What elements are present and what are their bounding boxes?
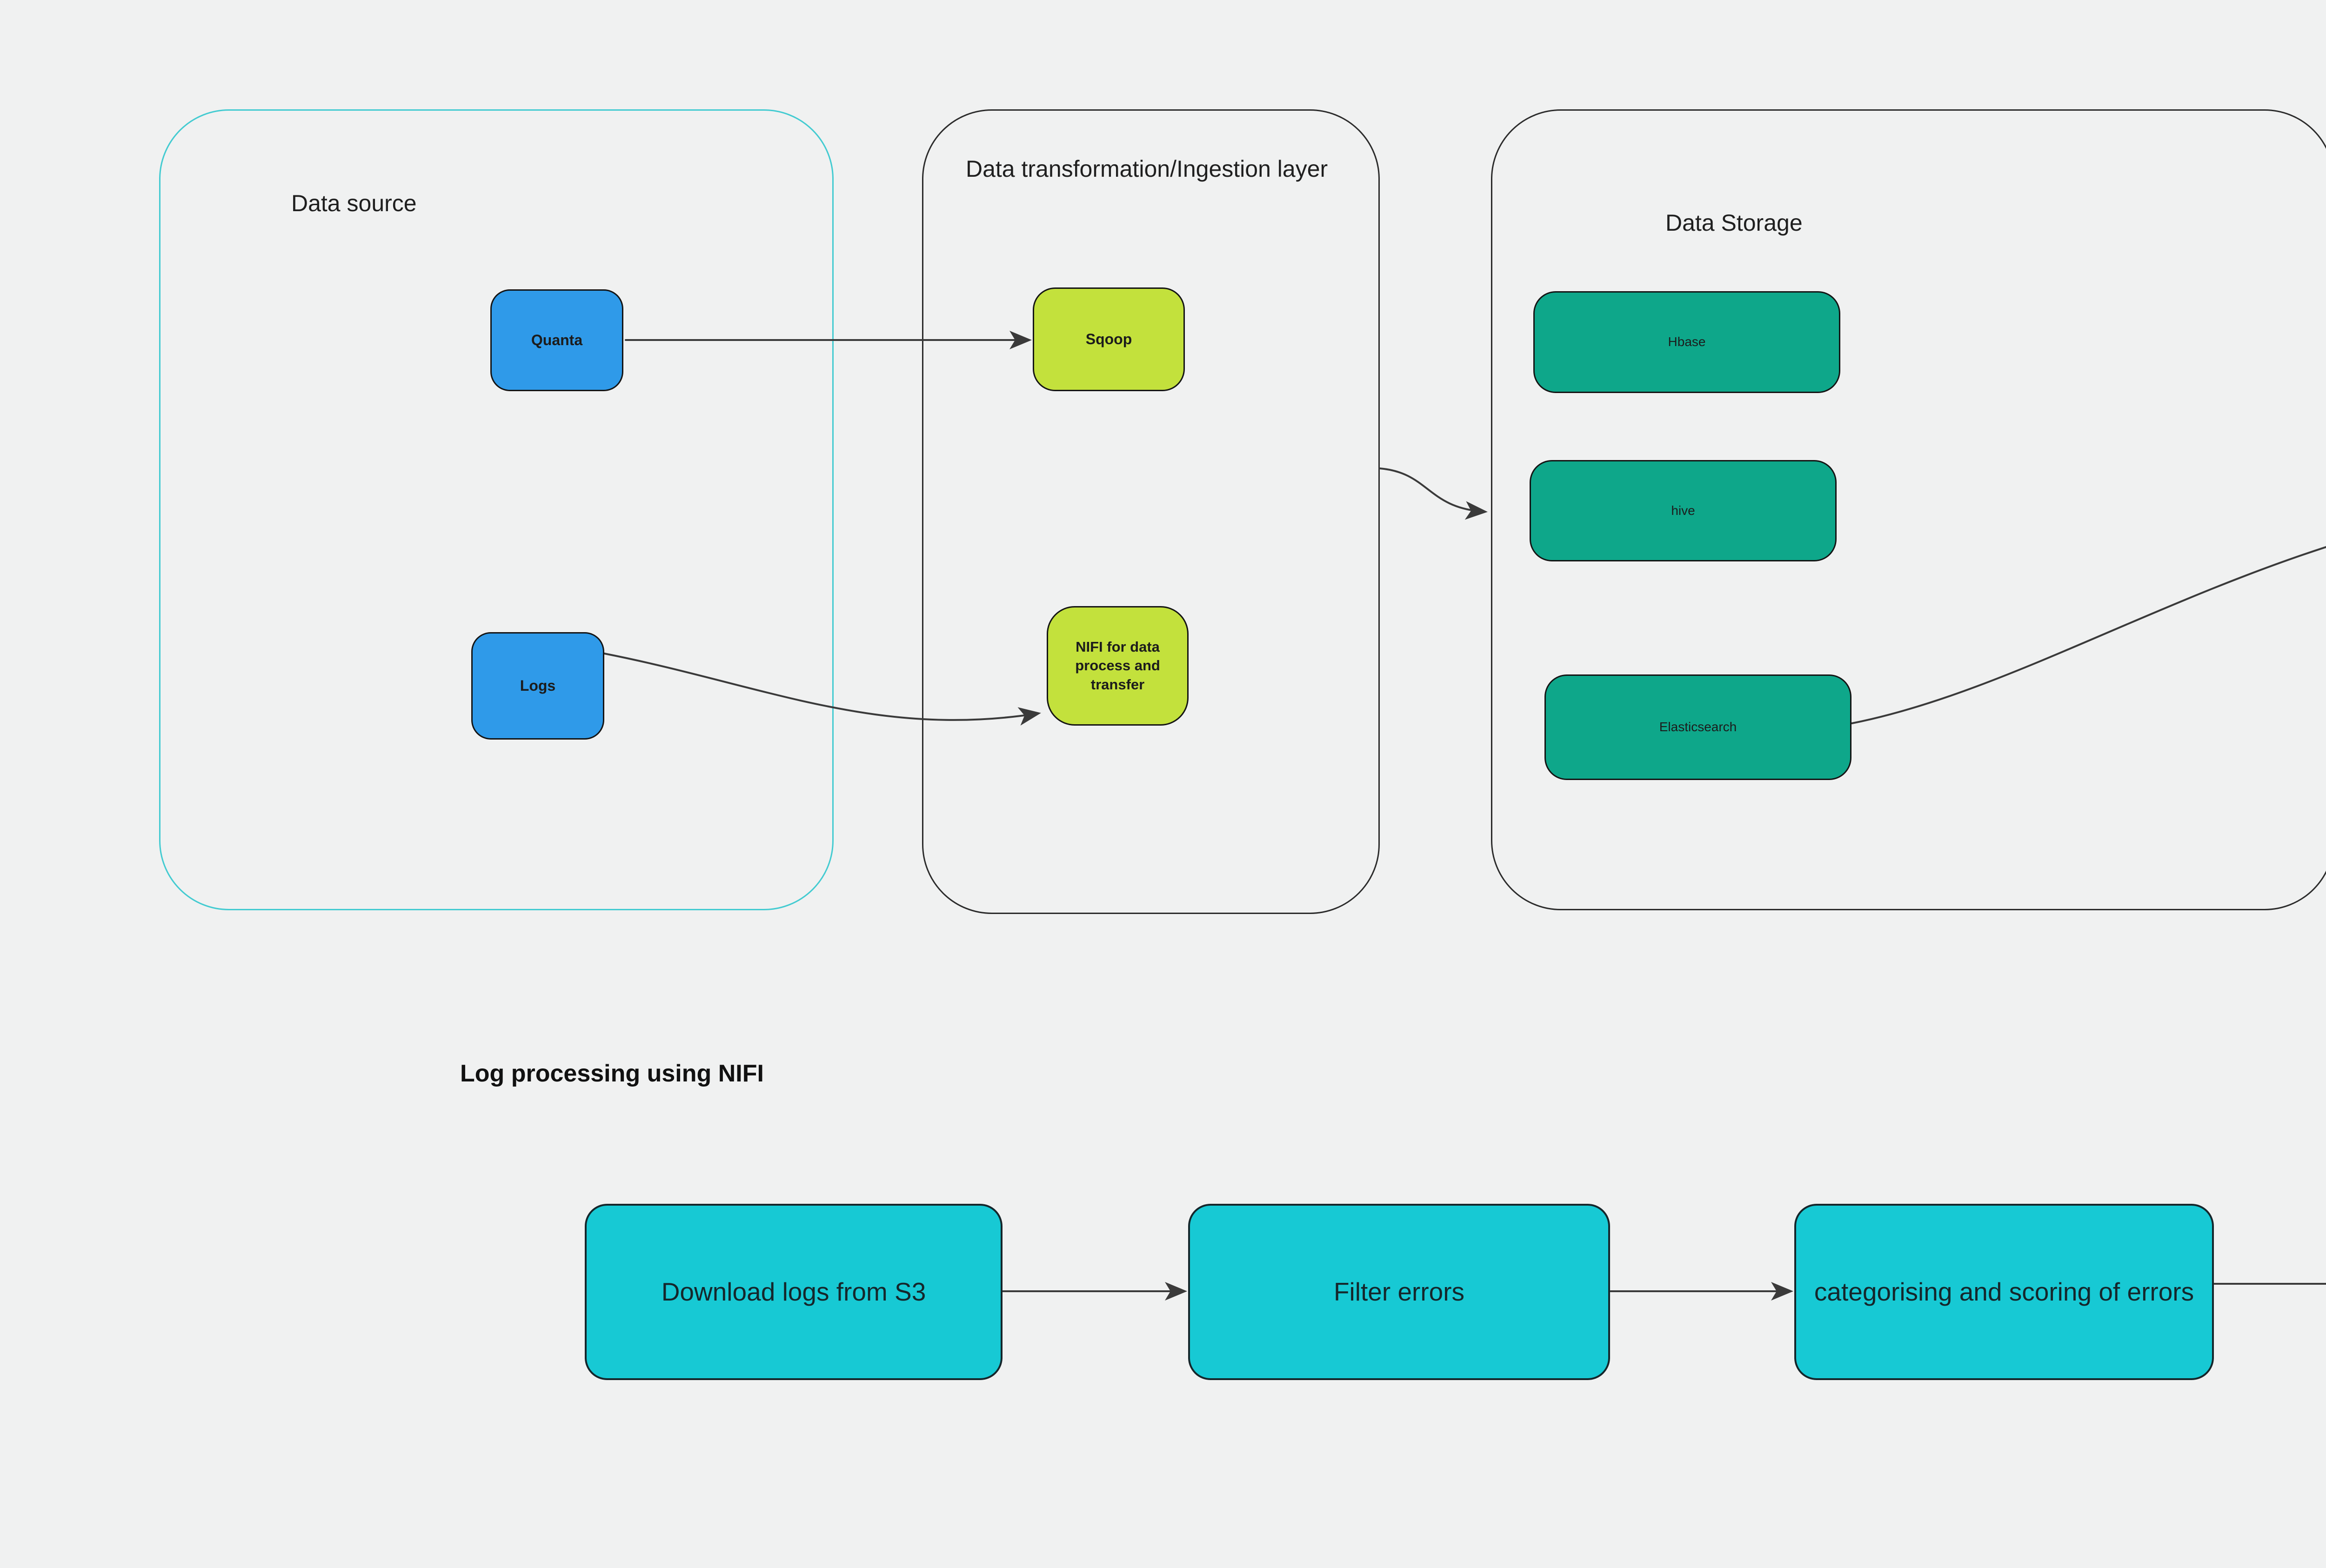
node-sqoop-label: Sqoop bbox=[1085, 330, 1132, 347]
node-quanta-label: Quanta bbox=[531, 331, 583, 348]
container-label-transformation-layer: Data transformation/Ingestion layer bbox=[966, 156, 1328, 182]
node-nifi-label: NIFI for data process and transfer bbox=[1075, 639, 1160, 693]
flow-node-categorise-errors-label: categorising and scoring of errors bbox=[1814, 1277, 2194, 1307]
container-label-data-storage: Data Storage bbox=[1665, 210, 1803, 236]
node-sqoop[interactable]: Sqoop bbox=[1033, 287, 1185, 391]
container-data-storage[interactable] bbox=[1491, 109, 2326, 910]
node-nifi[interactable]: NIFI for data process and transfer bbox=[1047, 606, 1189, 726]
container-label-data-source: Data source bbox=[291, 190, 417, 216]
flow-node-filter-errors[interactable]: Filter errors bbox=[1188, 1204, 1610, 1380]
node-hbase[interactable]: Hbase bbox=[1533, 291, 1840, 393]
container-transformation-layer[interactable] bbox=[922, 109, 1380, 914]
node-logs[interactable]: Logs bbox=[471, 632, 604, 740]
node-elasticsearch-label: Elasticsearch bbox=[1659, 720, 1737, 734]
flow-node-categorise-errors[interactable]: categorising and scoring of errors bbox=[1794, 1204, 2214, 1380]
flow-node-download-logs[interactable]: Download logs from S3 bbox=[585, 1204, 1003, 1380]
container-data-source[interactable] bbox=[159, 109, 834, 910]
node-hive[interactable]: hive bbox=[1530, 460, 1837, 561]
arrow-logs-to-nifi[interactable] bbox=[603, 653, 1041, 726]
flow-node-filter-errors-label: Filter errors bbox=[1333, 1277, 1465, 1307]
arrow-transformation-to-storage[interactable] bbox=[1379, 467, 1488, 520]
node-quanta[interactable]: Quanta bbox=[490, 289, 623, 391]
arrow-elasticsearch-to-recommendation[interactable] bbox=[1851, 496, 2326, 724]
section-title-log-processing: Log processing using NIFI bbox=[460, 1060, 764, 1087]
node-hbase-label: Hbase bbox=[1668, 334, 1706, 349]
node-elasticsearch[interactable]: Elasticsearch bbox=[1544, 674, 1851, 780]
node-hive-label: hive bbox=[1671, 503, 1695, 518]
node-logs-label: Logs bbox=[520, 677, 556, 694]
flow-node-download-logs-label: Download logs from S3 bbox=[661, 1277, 926, 1307]
